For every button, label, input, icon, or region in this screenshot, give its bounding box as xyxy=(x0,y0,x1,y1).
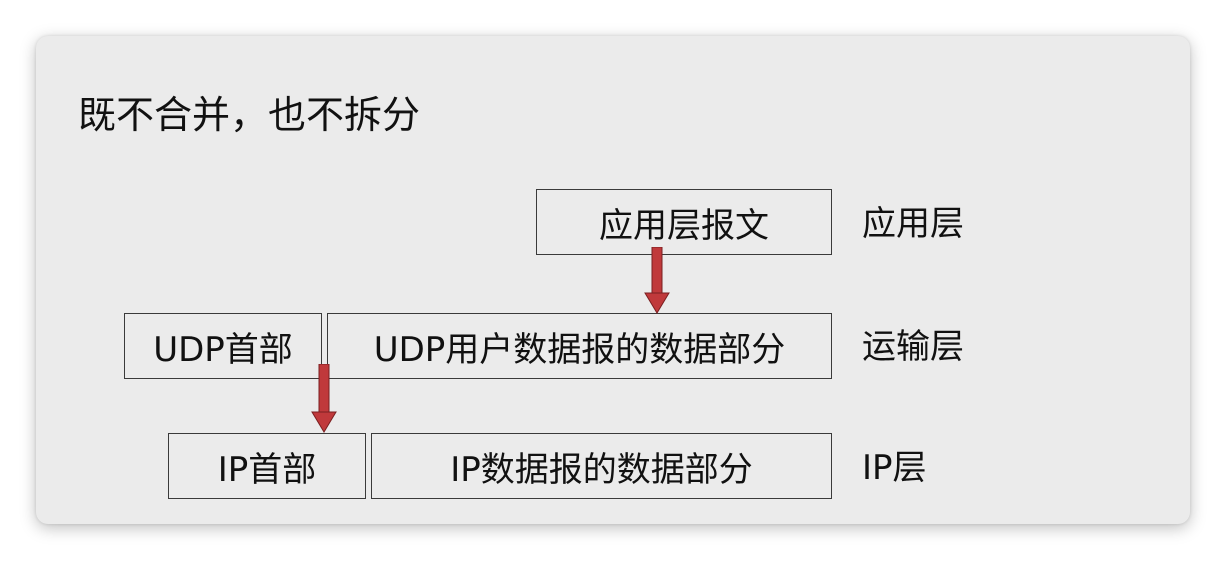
arrow-down-icon xyxy=(644,247,670,314)
layer-label-application: 应用层 xyxy=(862,204,964,244)
udp-header-label: UDP首部 xyxy=(153,329,293,370)
ip-data-label: IP数据报的数据部分 xyxy=(450,449,753,490)
slide-panel xyxy=(36,36,1190,524)
layer-label-transport: 运输层 xyxy=(862,327,964,367)
udp-data-label: UDP用户数据报的数据部分 xyxy=(373,329,786,370)
ip-header-box: IP首部 xyxy=(168,433,366,499)
app-message-label: 应用层报文 xyxy=(599,205,769,246)
slide-title: 既不合并，也不拆分 xyxy=(78,93,421,137)
arrow-down-icon xyxy=(311,364,337,433)
ip-data-box: IP数据报的数据部分 xyxy=(371,433,832,499)
layer-label-network: IP层 xyxy=(862,448,927,488)
app-message-box: 应用层报文 xyxy=(536,189,832,255)
udp-header-box: UDP首部 xyxy=(124,313,322,379)
udp-data-box: UDP用户数据报的数据部分 xyxy=(327,313,832,379)
ip-header-label: IP首部 xyxy=(217,449,317,490)
